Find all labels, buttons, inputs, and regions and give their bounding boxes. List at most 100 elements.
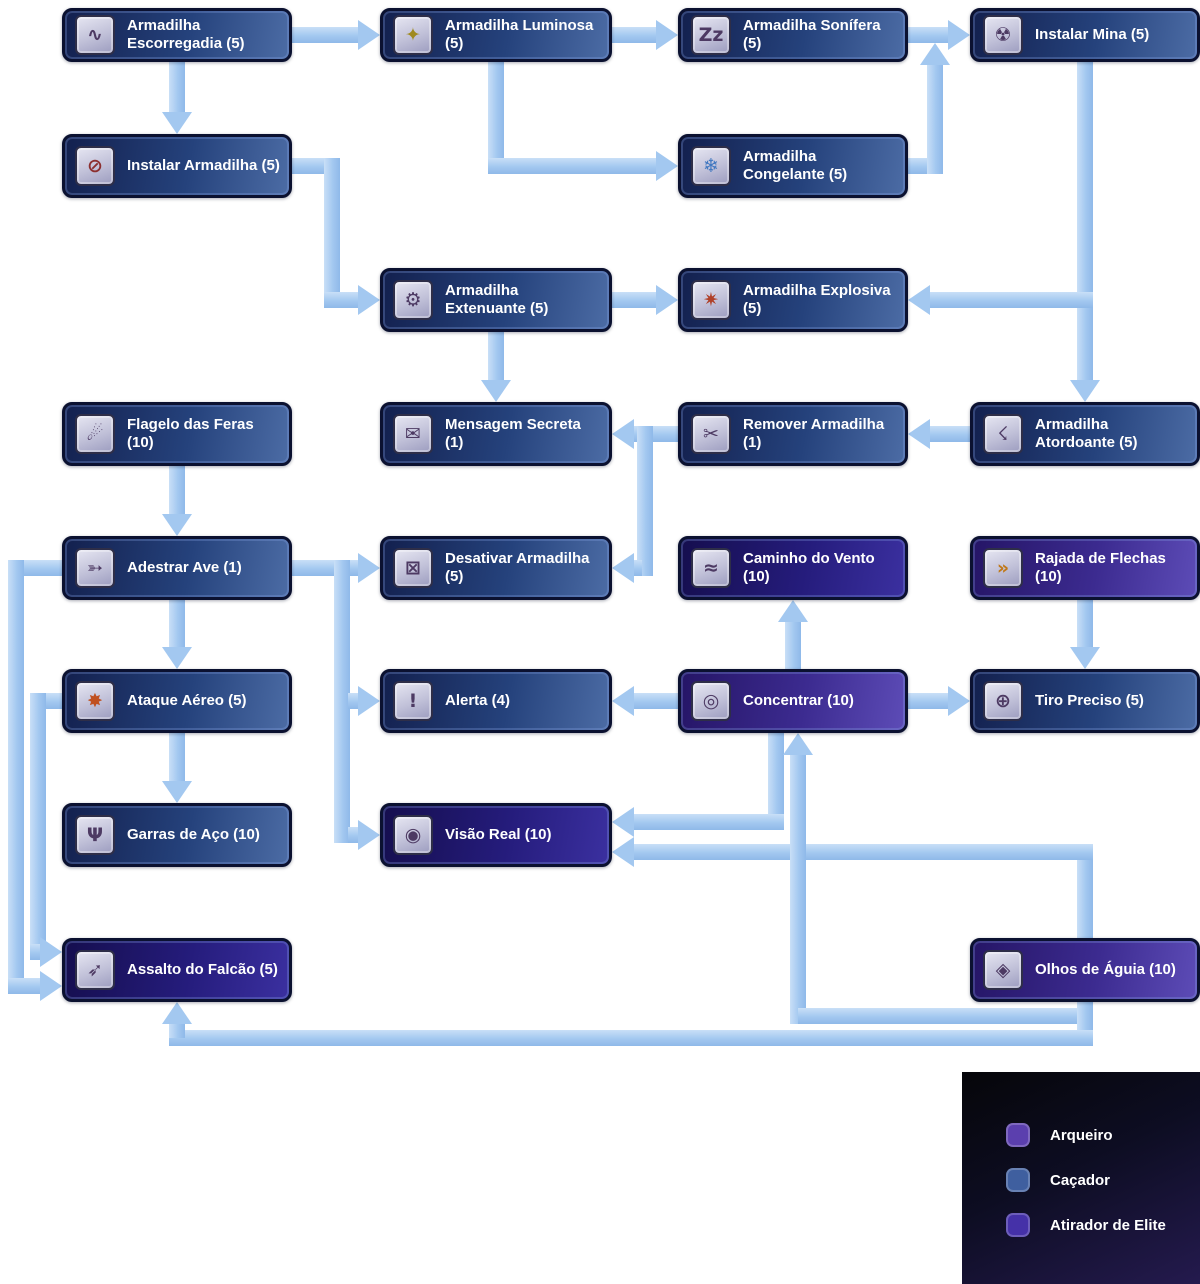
legend-item-atirador-de-elite: Atirador de Elite bbox=[1006, 1213, 1166, 1237]
class-legend: Arqueiro Caçador Atirador de Elite bbox=[962, 1072, 1200, 1284]
edge-segment bbox=[169, 466, 185, 514]
skill-node-mensagem-secreta[interactable]: ✉ Mensagem Secreta (1) bbox=[380, 402, 612, 466]
skill-node-armadilha-explosiva[interactable]: ✷ Armadilha Explosiva (5) bbox=[678, 268, 908, 332]
desativar-armadilha-icon: ⊠ bbox=[393, 548, 433, 588]
armadilha-luminosa-icon: ✦ bbox=[393, 15, 433, 55]
icon-glyph: ⊕ bbox=[995, 689, 1011, 712]
skill-node-visao-real[interactable]: ◉ Visão Real (10) bbox=[380, 803, 612, 867]
edge-segment bbox=[1077, 600, 1093, 647]
skill-node-alerta[interactable]: ! Alerta (4) bbox=[380, 669, 612, 733]
skill-node-tiro-preciso[interactable]: ⊕ Tiro Preciso (5) bbox=[970, 669, 1200, 733]
armadilha-extenuante-icon: ⚙ bbox=[393, 280, 433, 320]
skill-node-concentrar[interactable]: ◎ Concentrar (10) bbox=[678, 669, 908, 733]
skill-label: Alerta (4) bbox=[445, 691, 511, 709]
skill-node-ataque-aereo[interactable]: ✸ Ataque Aéreo (5) bbox=[62, 669, 292, 733]
icon-glyph: ✷ bbox=[703, 288, 719, 311]
skill-label: Assalto do Falcão (5) bbox=[127, 960, 278, 978]
edge-segment bbox=[488, 62, 504, 174]
remover-armadilha-icon: ✂ bbox=[691, 414, 731, 454]
skill-node-olhos-de-aguia[interactable]: ◈ Olhos de Águia (10) bbox=[970, 938, 1200, 1002]
skill-node-armadilha-atordoante[interactable]: ☇ Armadilha Atordoante (5) bbox=[970, 402, 1200, 466]
edge-arrowhead bbox=[948, 20, 970, 50]
edge-arrowhead bbox=[1070, 380, 1100, 402]
edge-segment bbox=[908, 27, 948, 43]
icon-glyph: ∿ bbox=[87, 23, 103, 46]
skill-label: Armadilha Atordoante (5) bbox=[1035, 415, 1138, 451]
skill-node-rajada-de-flechas[interactable]: » Rajada de Flechas (10) bbox=[970, 536, 1200, 600]
arqueiro-color-swatch bbox=[1006, 1123, 1030, 1147]
skill-node-flagelo-das-feras[interactable]: ☄ Flagelo das Feras (10) bbox=[62, 402, 292, 466]
edge-segment bbox=[324, 158, 340, 308]
skill-node-assalto-do-falcao[interactable]: ➶ Assalto do Falcão (5) bbox=[62, 938, 292, 1002]
edge-segment bbox=[169, 1030, 1093, 1046]
skill-node-armadilha-escorregadia[interactable]: ∿ Armadilha Escorregadia (5) bbox=[62, 8, 292, 62]
edge-segment bbox=[8, 978, 40, 994]
skill-label: Mensagem Secreta (1) bbox=[445, 415, 581, 451]
armadilha-atordoante-icon: ☇ bbox=[983, 414, 1023, 454]
edge-segment bbox=[768, 733, 784, 830]
icon-glyph: ◉ bbox=[404, 823, 422, 846]
edge-arrowhead bbox=[162, 1002, 192, 1024]
icon-glyph: ! bbox=[408, 689, 418, 712]
icon-glyph: ◈ bbox=[995, 958, 1011, 981]
edge-segment bbox=[348, 827, 360, 843]
ataque-aereo-icon: ✸ bbox=[75, 681, 115, 721]
legend-label: Atirador de Elite bbox=[1050, 1216, 1166, 1234]
adestrar-ave-icon: ➳ bbox=[75, 548, 115, 588]
edge-arrowhead bbox=[948, 686, 970, 716]
skill-node-armadilha-luminosa[interactable]: ✦ Armadilha Luminosa (5) bbox=[380, 8, 612, 62]
edge-segment bbox=[637, 426, 653, 576]
skill-label: Desativar Armadilha (5) bbox=[445, 549, 590, 585]
skill-node-garras-de-aco[interactable]: Ψ Garras de Aço (10) bbox=[62, 803, 292, 867]
edge-arrowhead bbox=[162, 514, 192, 536]
skill-label: Adestrar Ave (1) bbox=[127, 558, 242, 576]
edge-segment bbox=[927, 65, 943, 174]
edge-segment bbox=[30, 944, 40, 960]
edge-segment bbox=[488, 158, 656, 174]
skill-node-remover-armadilha[interactable]: ✂ Remover Armadilha (1) bbox=[678, 402, 908, 466]
skill-node-adestrar-ave[interactable]: ➳ Adestrar Ave (1) bbox=[62, 536, 292, 600]
skill-node-instalar-armadilha[interactable]: ⊘ Instalar Armadilha (5) bbox=[62, 134, 292, 198]
skill-node-instalar-mina[interactable]: ☢ Instalar Mina (5) bbox=[970, 8, 1200, 62]
caminho-do-vento-icon: ≈ bbox=[691, 548, 731, 588]
skill-label: Visão Real (10) bbox=[445, 825, 552, 843]
icon-glyph: ✦ bbox=[405, 23, 421, 46]
skill-label: Armadilha Luminosa (5) bbox=[445, 16, 594, 52]
edge-arrowhead bbox=[358, 20, 380, 50]
icon-glyph: ☄ bbox=[86, 422, 104, 445]
skill-node-caminho-do-vento[interactable]: ≈ Caminho do Vento (10) bbox=[678, 536, 908, 600]
skill-node-armadilha-sonifera[interactable]: Zz Armadilha Sonífera (5) bbox=[678, 8, 908, 62]
edge-segment bbox=[634, 693, 678, 709]
edge-segment bbox=[930, 426, 970, 442]
atirador-de-elite-color-swatch bbox=[1006, 1213, 1030, 1237]
skill-node-desativar-armadilha[interactable]: ⊠ Desativar Armadilha (5) bbox=[380, 536, 612, 600]
edge-segment bbox=[169, 1024, 185, 1038]
edge-segment bbox=[334, 560, 350, 843]
edge-segment bbox=[169, 62, 185, 112]
olhos-de-aguia-icon: ◈ bbox=[983, 950, 1023, 990]
skill-node-armadilha-extenuante[interactable]: ⚙ Armadilha Extenuante (5) bbox=[380, 268, 612, 332]
icon-glyph: » bbox=[996, 556, 1010, 579]
icon-glyph: ⚙ bbox=[404, 288, 422, 311]
edge-arrowhead bbox=[783, 733, 813, 755]
icon-glyph: ☇ bbox=[997, 422, 1009, 445]
skill-label: Armadilha Explosiva (5) bbox=[743, 281, 891, 317]
edge-segment bbox=[790, 755, 806, 1024]
flagelo-das-feras-icon: ☄ bbox=[75, 414, 115, 454]
armadilha-explosiva-icon: ✷ bbox=[691, 280, 731, 320]
skill-label: Armadilha Congelante (5) bbox=[743, 147, 848, 183]
edge-arrowhead bbox=[656, 20, 678, 50]
icon-glyph: Zz bbox=[698, 23, 724, 46]
edge-arrowhead bbox=[656, 151, 678, 181]
edge-arrowhead bbox=[908, 419, 930, 449]
skill-node-armadilha-congelante[interactable]: ❄ Armadilha Congelante (5) bbox=[678, 134, 908, 198]
edge-segment bbox=[798, 1008, 1093, 1024]
edge-arrowhead bbox=[920, 43, 950, 65]
skill-label: Tiro Preciso (5) bbox=[1035, 691, 1144, 709]
skill-label: Concentrar (10) bbox=[743, 691, 854, 709]
icon-glyph: ⊘ bbox=[87, 154, 103, 177]
skill-label: Ataque Aéreo (5) bbox=[127, 691, 247, 709]
alerta-icon: ! bbox=[393, 681, 433, 721]
skill-label: Armadilha Escorregadia (5) bbox=[127, 16, 245, 52]
edge-segment bbox=[30, 693, 46, 960]
